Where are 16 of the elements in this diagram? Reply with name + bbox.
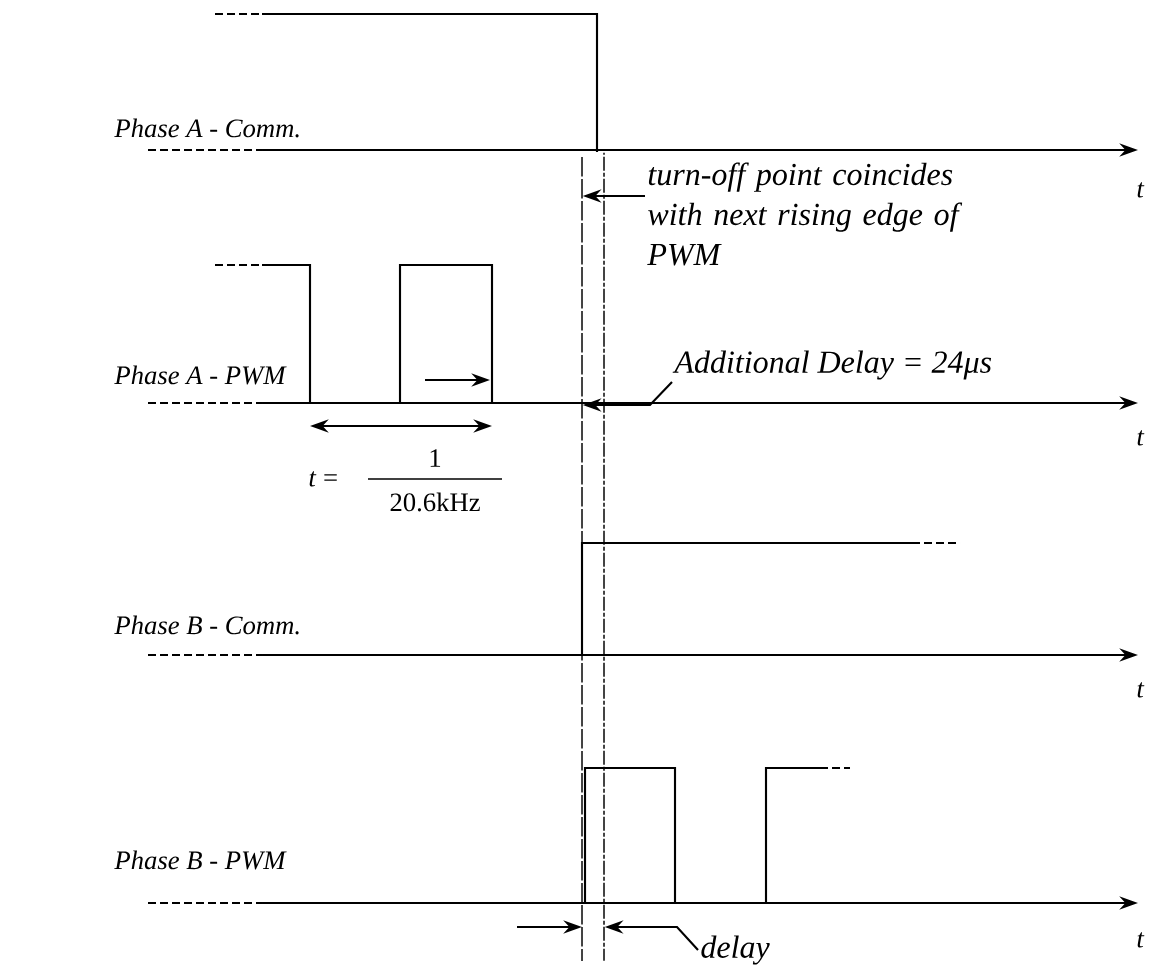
axis-label: Phase B - PWM [114,850,287,870]
axis-label: t [1137,682,1145,698]
formula-text: t = [309,471,337,487]
axis-label: Phase A - Comm. [114,118,299,138]
axis-label: t [1137,932,1145,948]
guide-line [581,155,583,962]
formula-text: 1 [430,449,441,467]
formula-text: 20.6kHz [390,492,480,512]
axis-label: Phase B - Comm. [114,615,299,635]
axis-label: Phase A - PWM [114,365,287,385]
axis-label: t [1137,430,1145,446]
annotation-text: Additional Delay = 24μs [672,350,992,380]
annotation-text: delay [701,935,770,965]
guide-line [603,152,605,962]
axis-label: t [1137,182,1145,198]
annotation-text: turn-off point coincides with next rising edge of PWM [647,162,963,266]
